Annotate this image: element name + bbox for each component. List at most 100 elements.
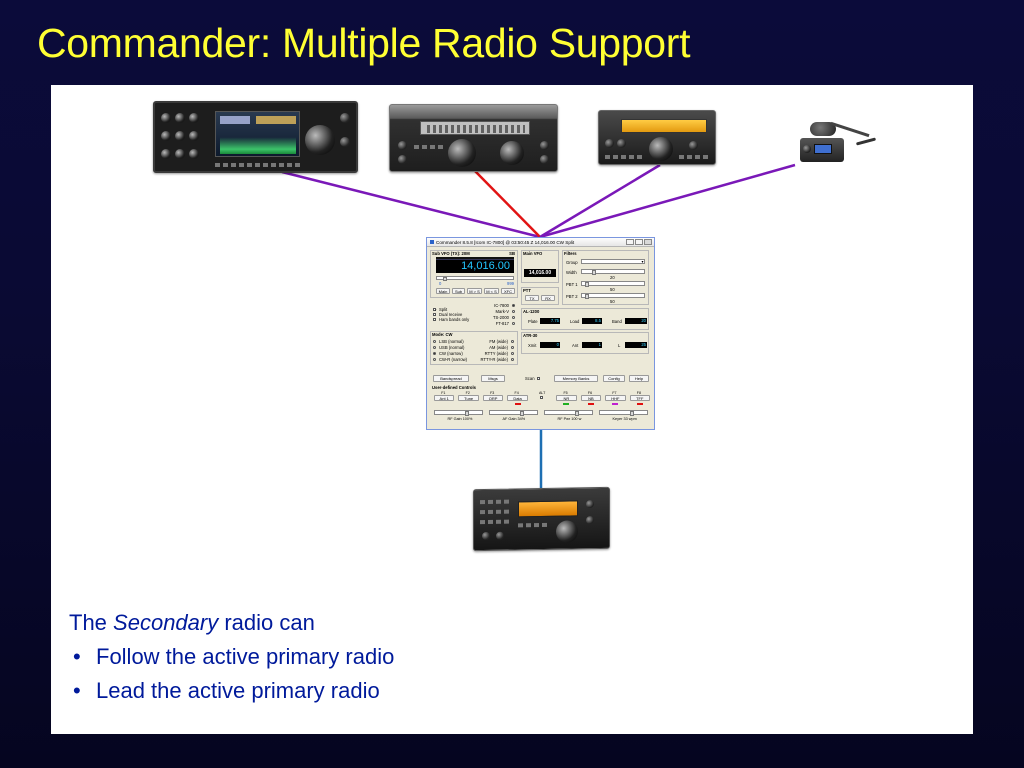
udc-indicator-led bbox=[563, 403, 569, 405]
mode-usb-radio[interactable] bbox=[433, 346, 436, 349]
secondary-radio-image bbox=[473, 487, 610, 551]
main-vfo-label: Main VFO bbox=[523, 251, 542, 256]
udc-button[interactable]: HHF bbox=[605, 395, 625, 401]
close-button[interactable] bbox=[644, 239, 652, 245]
udc-slider-label: Keyer 33 wpm bbox=[613, 417, 637, 421]
mode-lsb-label: LSB (normal) bbox=[439, 339, 464, 344]
caption-intro-emphasis: Secondary bbox=[113, 606, 218, 640]
mode-rtty-radio[interactable] bbox=[511, 352, 514, 355]
amp-group: AL-1200 Plate 7.75 Load 8.5 Band 20 bbox=[521, 308, 649, 330]
main-vfo-frequency: 14,016.00 bbox=[529, 270, 551, 276]
mode-label: Mode: CW bbox=[432, 332, 452, 337]
caption-bullet-2-text: Lead the active primary radio bbox=[96, 674, 380, 708]
mode-rtty-label: RTTY (wide) bbox=[485, 351, 508, 356]
msgs-button[interactable]: Msgs bbox=[481, 375, 505, 382]
alt-checkbox[interactable] bbox=[540, 396, 543, 399]
wire-radio-2 bbox=[474, 170, 540, 237]
filter-group-select[interactable]: ▾ bbox=[581, 259, 645, 264]
mode-am-radio[interactable] bbox=[511, 346, 514, 349]
udc-indicator-led bbox=[612, 403, 618, 405]
dual-receive-checkbox[interactable] bbox=[433, 313, 436, 316]
radio-image-2 bbox=[389, 104, 558, 172]
udc-slider[interactable] bbox=[489, 410, 538, 415]
mode-cw-radio[interactable] bbox=[433, 352, 436, 355]
mode-cwr-label: CW-R (narrow) bbox=[439, 357, 467, 362]
udc-slider[interactable] bbox=[544, 410, 593, 415]
udc-indicator-led bbox=[637, 403, 643, 405]
amp-meter-2-label: Load bbox=[570, 319, 579, 324]
udc-button[interactable]: NB bbox=[581, 395, 601, 401]
udc-button[interactable]: Tune bbox=[458, 395, 478, 401]
scan-checkbox[interactable] bbox=[537, 377, 540, 380]
filter-width-value: 20 bbox=[610, 275, 615, 280]
main-vfo-lcd[interactable]: 14,016.00 bbox=[524, 269, 556, 277]
vfo-main-button[interactable]: Main bbox=[436, 288, 450, 294]
filter-pbt1-slider[interactable] bbox=[581, 281, 645, 286]
config-button[interactable]: Config bbox=[603, 375, 625, 382]
bandspread-button[interactable]: Bandspread bbox=[433, 375, 469, 382]
atr-meter-1-label: Xmit bbox=[528, 343, 536, 348]
mode-group: Mode: CW LSB (normal) USB (normal) CW (n… bbox=[430, 331, 518, 365]
caption-bullet-1-text: Follow the active primary radio bbox=[96, 640, 394, 674]
maximize-button[interactable] bbox=[635, 239, 643, 245]
mode-fm-radio[interactable] bbox=[511, 340, 514, 343]
vfo-s-to-m-button[interactable]: M < S bbox=[484, 288, 499, 294]
radio-image-3 bbox=[598, 110, 716, 165]
radio-option-2-radio[interactable] bbox=[512, 310, 515, 313]
filter-pbt2-label: PBT 2 bbox=[566, 294, 578, 299]
vfo-sub-button[interactable]: Sub bbox=[452, 288, 465, 294]
rx-button[interactable]: RX bbox=[541, 295, 555, 301]
radio-option-1-radio[interactable] bbox=[512, 304, 515, 307]
udc-button[interactable]: Ant 1 bbox=[434, 395, 454, 401]
radio-option-3-radio[interactable] bbox=[512, 316, 515, 319]
mode-fm-label: FM (wide) bbox=[489, 339, 508, 344]
amp-label: AL-1200 bbox=[523, 309, 539, 314]
split-checkbox[interactable]: ✓ bbox=[433, 308, 436, 311]
ptt-label: PTT bbox=[523, 288, 531, 293]
udc-button[interactable]: QRP bbox=[483, 395, 503, 401]
ham-bands-checkbox[interactable] bbox=[433, 318, 436, 321]
udc-button[interactable]: NR bbox=[556, 395, 576, 401]
filter-group-label: Group bbox=[566, 260, 578, 265]
caption-intro-suffix: radio can bbox=[224, 606, 315, 640]
minimize-button[interactable] bbox=[626, 239, 634, 245]
sub-vfo-tuning-slider[interactable] bbox=[436, 276, 514, 280]
mode-rttyr-label: RTTY-R (wide) bbox=[481, 357, 508, 362]
vfo-xfc-button[interactable]: XFC bbox=[501, 288, 515, 294]
mode-cwr-radio[interactable] bbox=[433, 358, 436, 361]
udc-indicator-led bbox=[515, 403, 521, 405]
sub-vfo-lcd[interactable]: 14,016.00 bbox=[436, 257, 514, 273]
memory-banks-button[interactable]: Memory Banks bbox=[554, 375, 598, 382]
radio-image-4 bbox=[798, 116, 880, 164]
radio-option-4-radio[interactable] bbox=[512, 322, 515, 325]
amp-meter-3: 20 bbox=[625, 318, 647, 324]
udc-button[interactable]: TFF bbox=[630, 395, 650, 401]
tx-button[interactable]: TX bbox=[525, 295, 539, 301]
filter-width-slider[interactable] bbox=[581, 269, 645, 274]
vfo-m-to-s-button[interactable]: M > S bbox=[467, 288, 482, 294]
atr-meter-3-label: L bbox=[618, 343, 620, 348]
udc-slider-label: RF Pwr 100 w bbox=[558, 417, 582, 421]
caption-bullet-2: • Lead the active primary radio bbox=[69, 674, 394, 708]
udc-slider[interactable] bbox=[434, 410, 483, 415]
mode-lsb-radio[interactable] bbox=[433, 340, 436, 343]
caption-bullet-1: • Follow the active primary radio bbox=[69, 640, 394, 674]
udc-button[interactable]: Data bbox=[507, 395, 527, 401]
help-button[interactable]: Help bbox=[629, 375, 649, 382]
caption-intro-prefix: The bbox=[69, 606, 107, 640]
atr-meter-2: 1 bbox=[582, 342, 602, 348]
mode-rttyr-radio[interactable] bbox=[511, 358, 514, 361]
scan-label: Scan bbox=[525, 376, 535, 381]
udc-key-label: ALT bbox=[539, 391, 545, 395]
filter-pbt2-slider[interactable] bbox=[581, 293, 645, 298]
atr-meter-1: 0 bbox=[540, 342, 560, 348]
sub-vfo-label: Sub VFO (TX): 20M bbox=[432, 251, 470, 256]
atr-meter-2-label: Ant bbox=[572, 343, 578, 348]
filter-width-label: Width bbox=[566, 270, 577, 275]
bottom-button-row: Bandspread Msgs Scan Memory Banks Config… bbox=[430, 375, 652, 383]
sub-vfo-frequency: 14,016.00 bbox=[461, 260, 510, 272]
filter-pbt2-value: 50 bbox=[610, 299, 615, 304]
udc-slider[interactable] bbox=[599, 410, 648, 415]
commander-titlebar[interactable]: Commander 8.5.8 [Icom IC-7800] @ 03:50:4… bbox=[427, 238, 654, 247]
